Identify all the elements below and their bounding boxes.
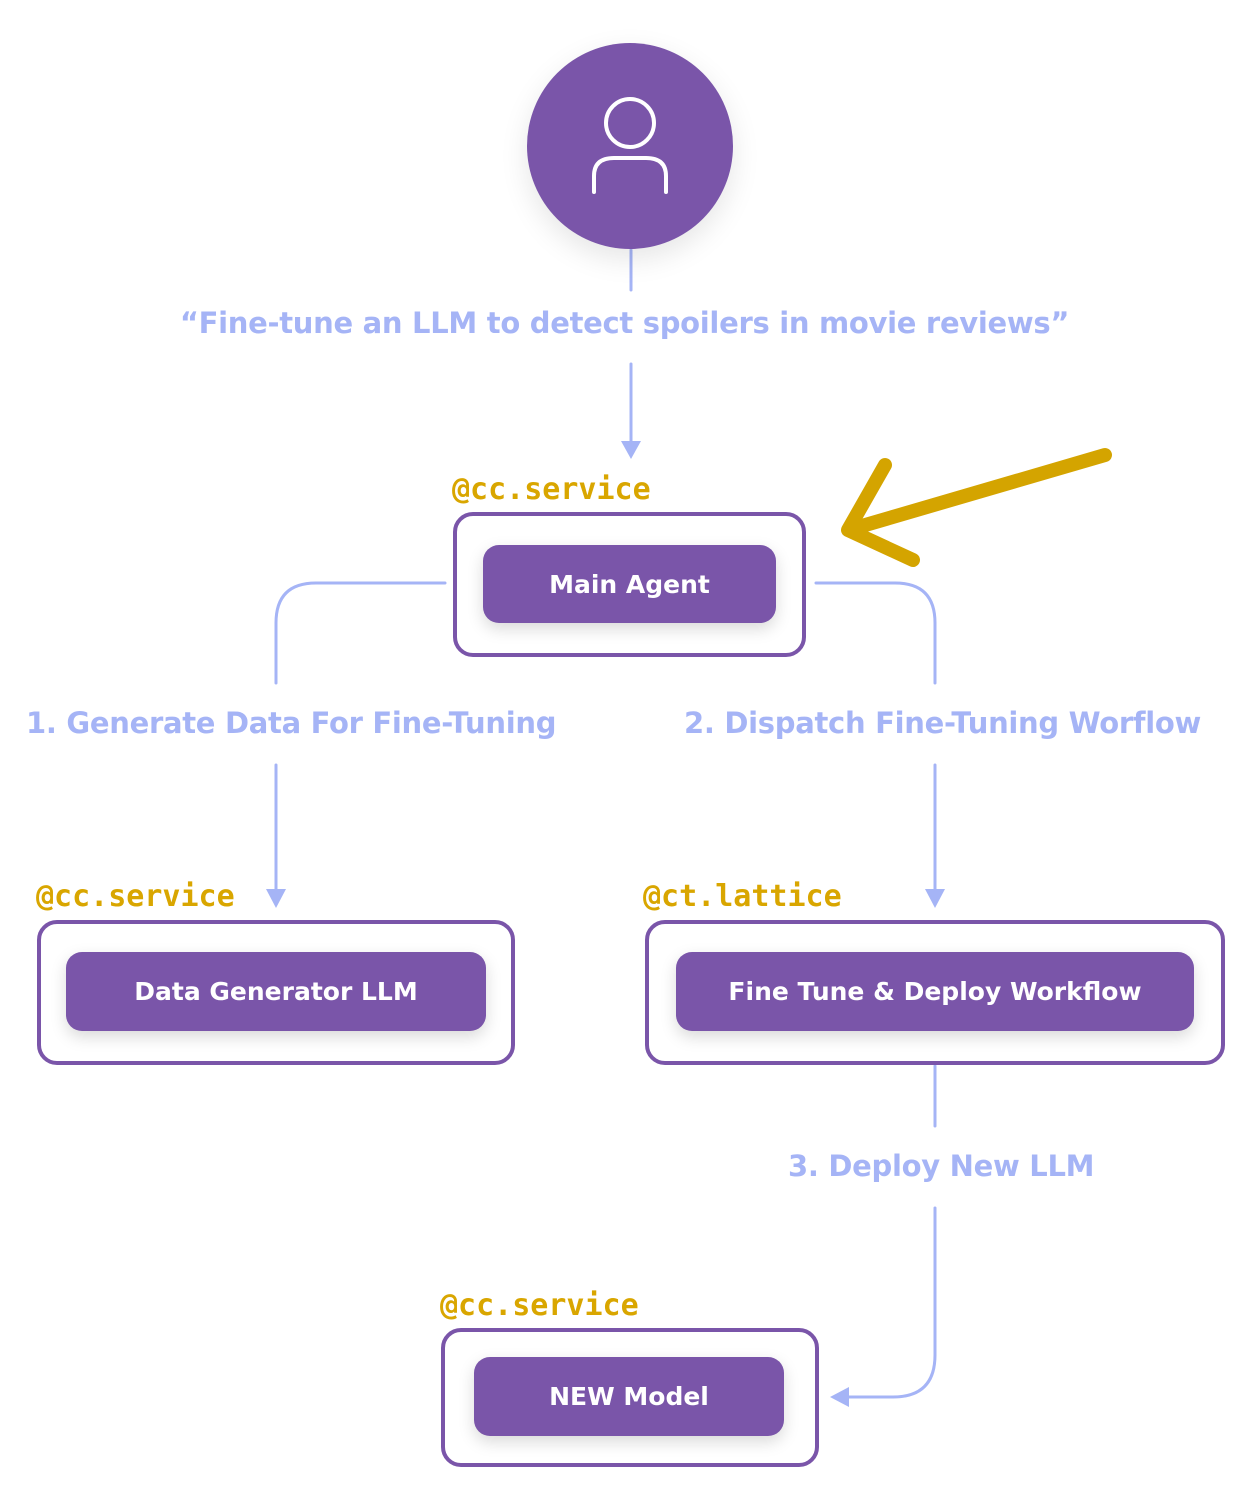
connector-main-agent-right xyxy=(814,581,937,685)
user-avatar xyxy=(527,43,733,249)
workflow-node[interactable]: Fine Tune & Deploy Workflow xyxy=(676,952,1194,1031)
new-model-decorator: @cc.service xyxy=(440,1288,639,1323)
arrowhead-main-agent xyxy=(621,441,641,459)
arrowhead-workflow xyxy=(925,889,945,908)
arrowhead-new-model xyxy=(830,1387,849,1407)
connector-main-agent-left xyxy=(274,581,447,685)
connector-step3-to-new-model xyxy=(844,1206,937,1399)
main-agent-node[interactable]: Main Agent xyxy=(483,545,776,623)
new-model-node[interactable]: NEW Model xyxy=(474,1357,784,1436)
main-agent-decorator: @cc.service xyxy=(452,472,651,507)
user-icon xyxy=(592,97,668,194)
pointer-arrow-icon xyxy=(841,448,1112,567)
workflow-decorator: @ct.lattice xyxy=(643,879,842,914)
user-prompt: “Fine-tune an LLM to detect spoilers in … xyxy=(179,306,1070,340)
arrowhead-data-generator xyxy=(266,889,286,908)
step-1-label: 1. Generate Data For Fine-Tuning xyxy=(26,706,557,740)
step-3-label: 3. Deploy New LLM xyxy=(788,1149,1095,1183)
data-generator-decorator: @cc.service xyxy=(36,879,235,914)
step-2-label: 2. Dispatch Fine-Tuning Worflow xyxy=(684,706,1202,740)
data-generator-node[interactable]: Data Generator LLM xyxy=(66,952,486,1031)
